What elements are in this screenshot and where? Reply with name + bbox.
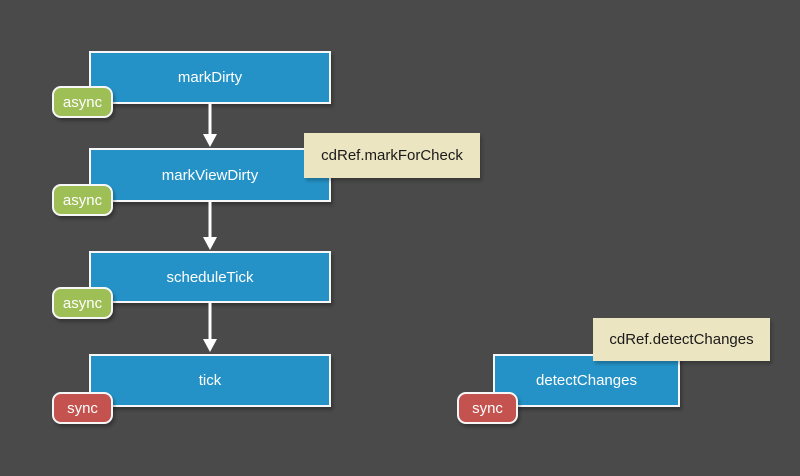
arrow-markviewdirty-to-scheduletick: [203, 202, 217, 250]
annotation-detectchanges: cdRef.detectChanges: [593, 318, 770, 361]
node-tick: tick: [89, 354, 331, 407]
badge-sync-detectchanges: sync: [457, 392, 518, 424]
node-markviewdirty: markViewDirty: [89, 148, 331, 202]
badge-sync-tick: sync: [52, 392, 113, 424]
node-markdirty: markDirty: [89, 51, 331, 104]
annotation-markforcheck: cdRef.markForCheck: [304, 133, 480, 178]
arrow-scheduletick-to-tick: [203, 303, 217, 352]
badge-async-scheduletick: async: [52, 287, 113, 319]
node-detectchanges: detectChanges: [493, 354, 680, 407]
node-scheduletick: scheduleTick: [89, 251, 331, 303]
badge-async-markviewdirty: async: [52, 184, 113, 216]
badge-async-markdirty: async: [52, 86, 113, 118]
arrow-markdirty-to-markviewdirty: [203, 104, 217, 147]
